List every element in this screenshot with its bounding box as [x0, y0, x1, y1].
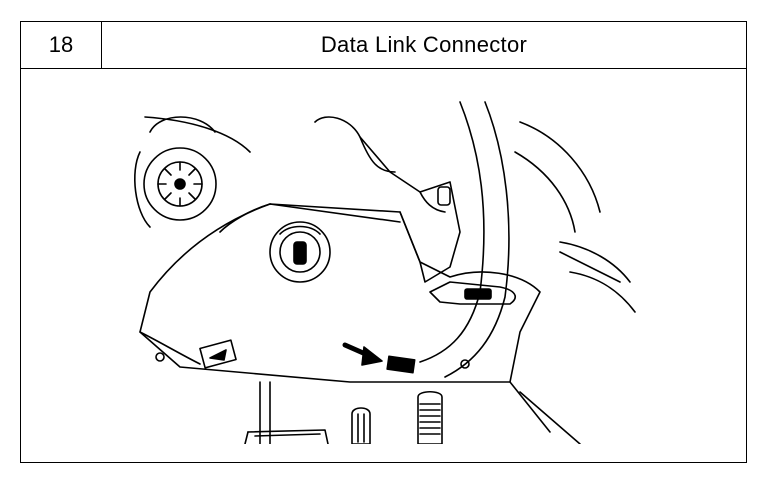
section-number: 18	[21, 22, 102, 68]
section-title: Data Link Connector	[320, 32, 528, 57]
pedals	[244, 381, 443, 444]
gauge-dial	[134, 116, 217, 228]
steering-wheel	[419, 101, 485, 363]
data-link-connector	[386, 355, 416, 374]
dashboard-illustration	[134, 101, 636, 444]
section-header: 18 Data Link Connector	[21, 22, 746, 69]
document-frame: 18 Data Link Connector	[20, 21, 747, 463]
lower-dash-panel	[139, 203, 541, 383]
dash-upper-edge	[144, 116, 251, 153]
lock-cylinder	[269, 221, 331, 283]
left-panel-switch	[155, 339, 237, 369]
